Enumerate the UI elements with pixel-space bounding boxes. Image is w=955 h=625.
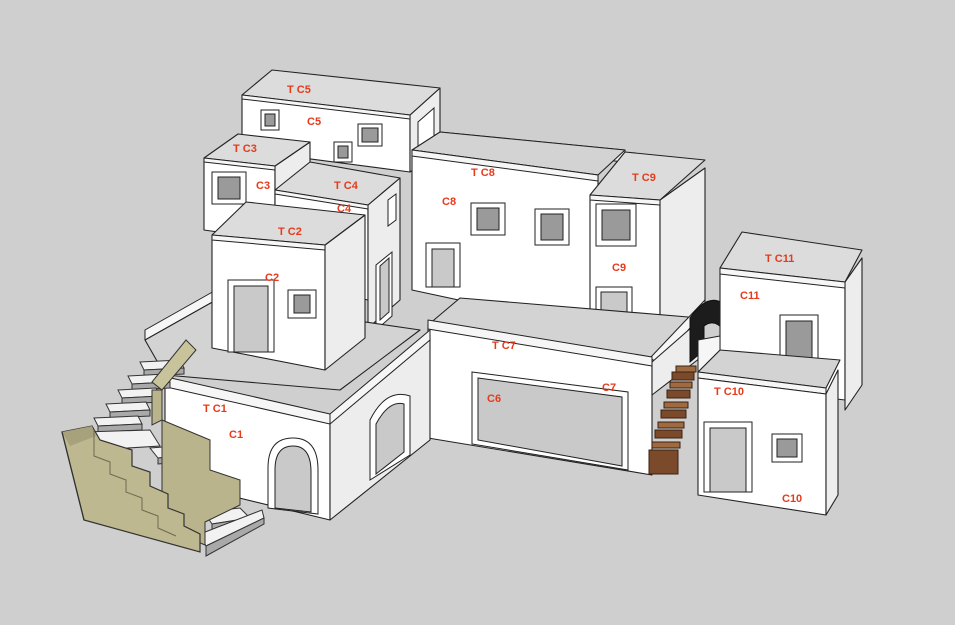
- block-c1: [161, 329, 431, 521]
- label-tc7: T C7: [492, 340, 516, 352]
- block-c2: [211, 201, 366, 371]
- label-c1: C1: [229, 429, 243, 441]
- label-tc4: T C4: [334, 180, 359, 192]
- label-tc3: T C3: [233, 143, 257, 155]
- label-c8: C8: [442, 196, 456, 208]
- label-tc5: T C5: [287, 84, 311, 96]
- label-tc9: T C9: [632, 172, 656, 184]
- label-c9: C9: [612, 262, 626, 274]
- block-c6-c7: [427, 319, 701, 476]
- label-tc1: T C1: [203, 403, 227, 415]
- label-tc11: T C11: [765, 253, 794, 265]
- label-c3: C3: [256, 180, 270, 192]
- label-c5: C5: [307, 116, 321, 128]
- left-stairs: [61, 339, 265, 557]
- label-c11: C11: [740, 290, 760, 302]
- diagram-labels: T C5 C5 T C3 C3 T C4 C4 T C8 C8 T C9 C9 …: [203, 84, 802, 505]
- label-c6: C6: [487, 393, 501, 405]
- label-tc8: T C8: [471, 167, 495, 179]
- label-c2: C2: [265, 272, 279, 284]
- label-c7: C7: [602, 382, 616, 394]
- label-c10: C10: [782, 493, 802, 505]
- label-tc2: T C2: [278, 226, 302, 238]
- block-c8: [411, 131, 626, 331]
- label-c4: C4: [337, 203, 352, 215]
- label-tc10: T C10: [714, 386, 744, 398]
- block-c10: [697, 335, 841, 516]
